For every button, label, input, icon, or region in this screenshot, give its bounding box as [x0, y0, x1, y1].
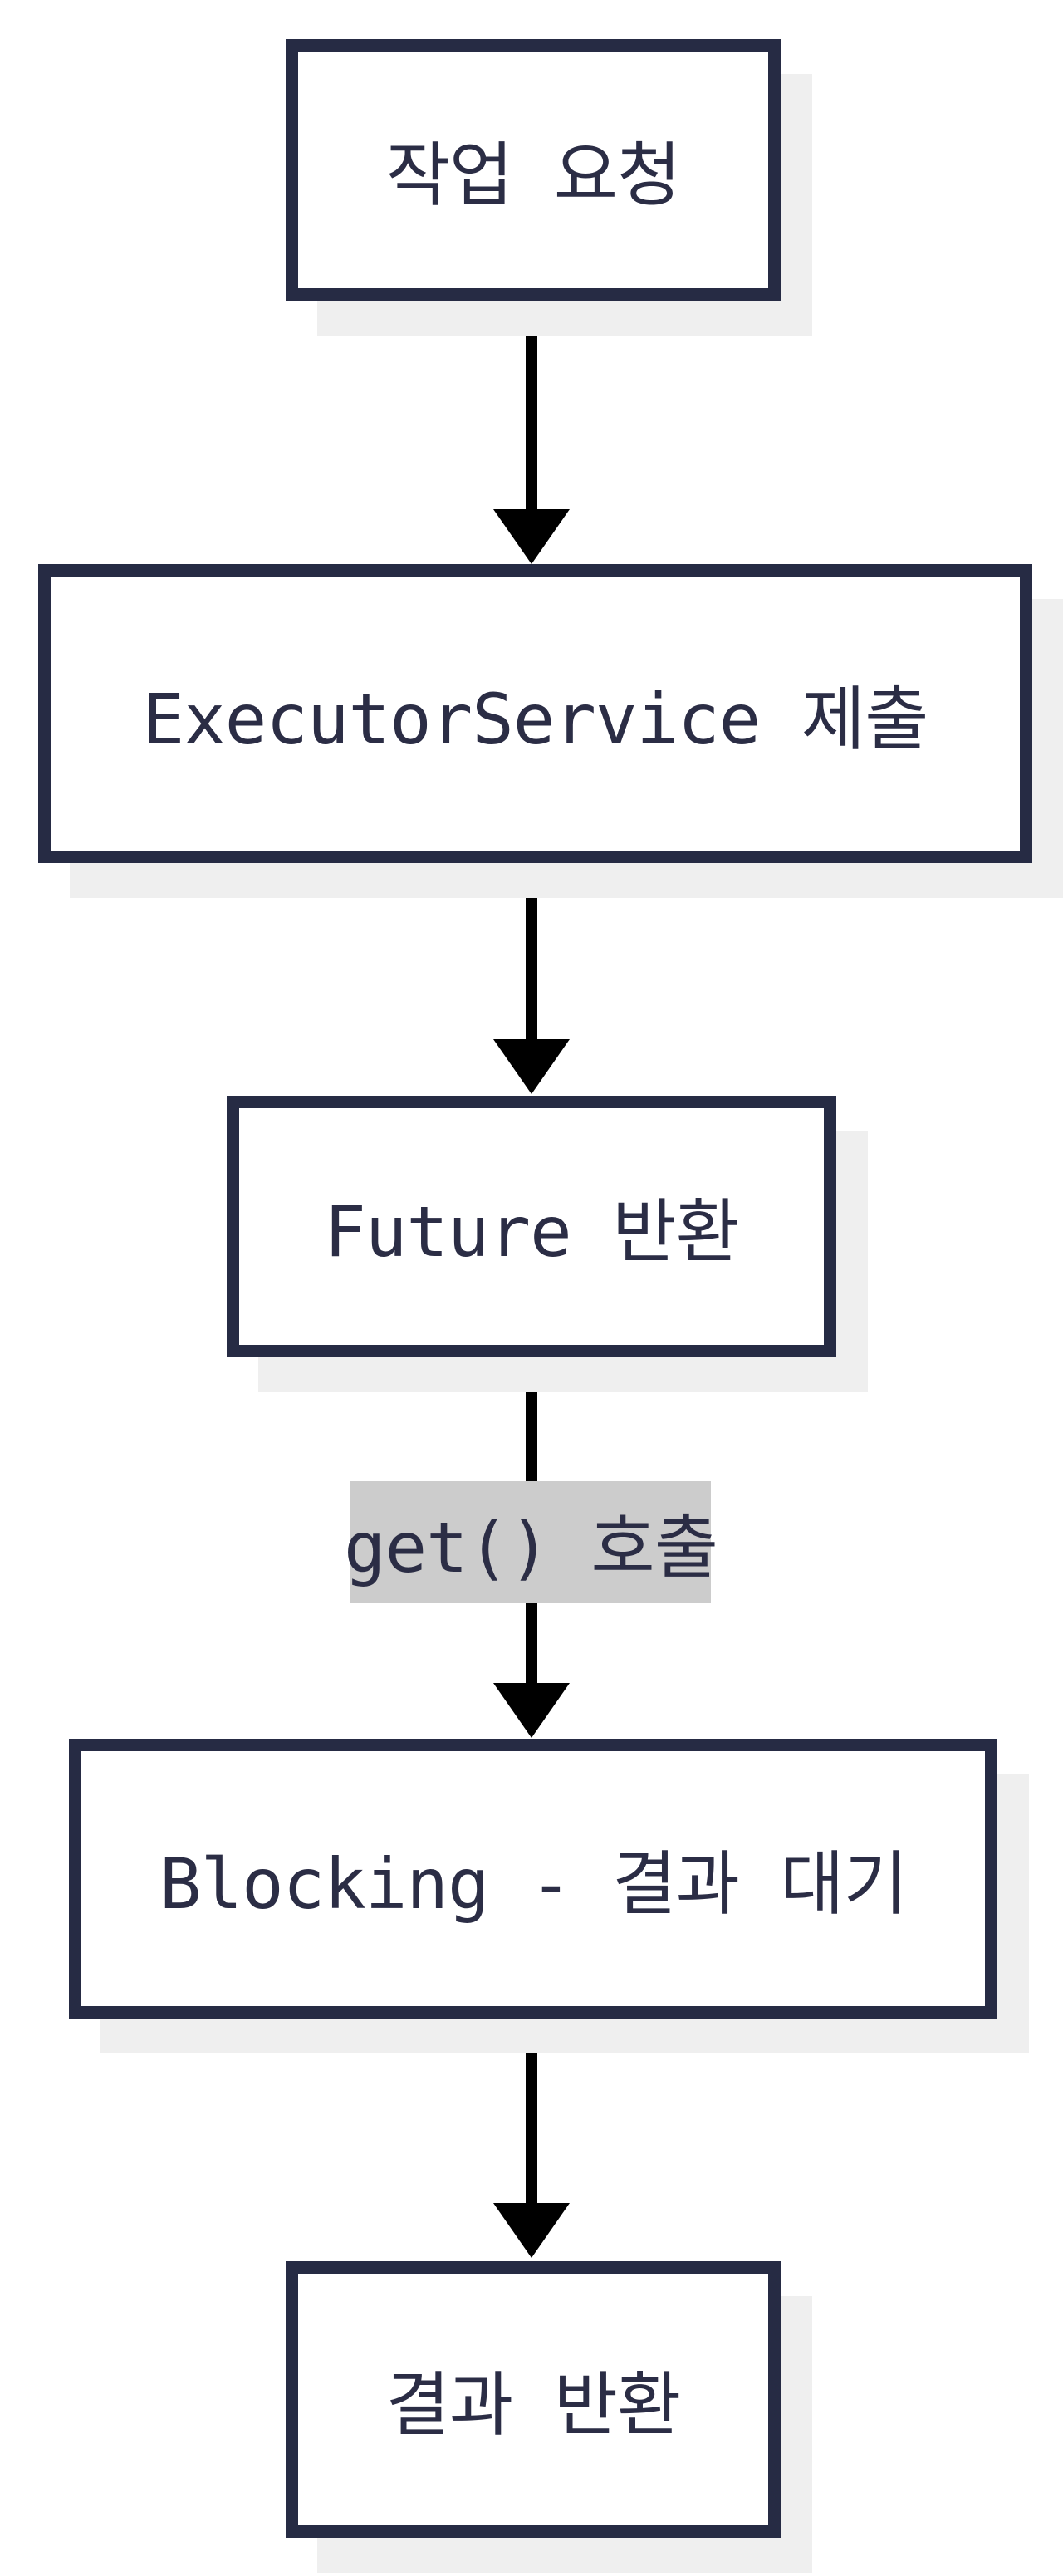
node-task-request-label: 작업 요청 — [385, 135, 682, 216]
arrow-line-1 — [526, 301, 537, 510]
arrow-head-2-icon — [493, 1039, 570, 1094]
node-executorservice-submit-label: ExecutorService 제출 — [142, 678, 929, 760]
arrow-line-4 — [526, 2019, 537, 2205]
arrow-line-2 — [526, 863, 537, 1041]
node-result-return-label: 결과 반환 — [385, 2364, 682, 2446]
node-blocking-wait-label: Blocking - 결과 대기 — [159, 1843, 908, 1925]
node-future-return: Future 반환 — [227, 1096, 836, 1357]
label-get-call-text: get() 호출 — [344, 1507, 718, 1588]
node-blocking-wait: Blocking - 결과 대기 — [69, 1739, 997, 2019]
node-executorservice-submit: ExecutorService 제출 — [38, 564, 1032, 863]
node-future-return-label: Future 반환 — [324, 1191, 740, 1273]
arrow-head-1-icon — [493, 509, 570, 564]
arrow-head-4-icon — [493, 2203, 570, 2258]
arrow-head-3-icon — [493, 1683, 570, 1738]
node-result-return: 결과 반환 — [286, 2261, 781, 2538]
label-get-call: get() 호출 — [344, 1481, 718, 1603]
node-task-request: 작업 요청 — [286, 39, 781, 301]
